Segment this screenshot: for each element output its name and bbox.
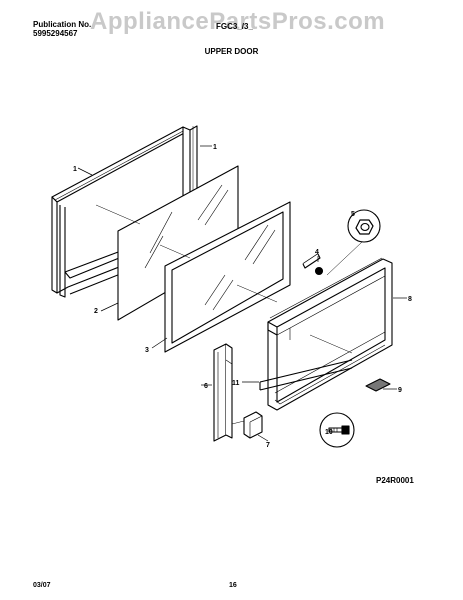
footer-date: 03/07 (33, 582, 51, 589)
part-9-clip (365, 378, 391, 392)
part-11-strip (259, 359, 353, 391)
alignment-lines (95, 204, 363, 425)
watermark: AppliancePartsPros.com (90, 8, 386, 35)
callout-8: 8 (408, 296, 412, 303)
callout-10: 10 (325, 429, 333, 436)
callout-4: 4 (315, 249, 319, 256)
callout-3: 3 (145, 347, 149, 354)
part-7-small-bracket (243, 411, 263, 439)
callout-6: 6 (204, 383, 208, 390)
callout-5: 5 (351, 211, 355, 218)
leader-lines (77, 145, 407, 442)
callout-9: 9 (398, 387, 402, 394)
diagram-code: P24R0001 (376, 476, 414, 485)
callout-1: 1 (73, 166, 77, 173)
part-3-door-frame (164, 201, 291, 353)
publication-label: Publication No. (33, 20, 92, 29)
callout-7: 7 (266, 442, 270, 449)
part-10-screw (319, 412, 355, 448)
callout-2: 2 (94, 308, 98, 315)
part-4-pin (302, 253, 324, 276)
model-number: FGC3_/3_ (216, 22, 253, 31)
callout-1b: 1 (213, 144, 217, 151)
publication-number: 5995294567 (33, 29, 78, 38)
part-5-nut (347, 209, 381, 243)
part-6-side-bracket (213, 343, 233, 442)
section-title: UPPER DOOR (204, 47, 259, 56)
footer-page-number: 16 (229, 582, 237, 589)
callout-11: 11 (232, 380, 240, 387)
